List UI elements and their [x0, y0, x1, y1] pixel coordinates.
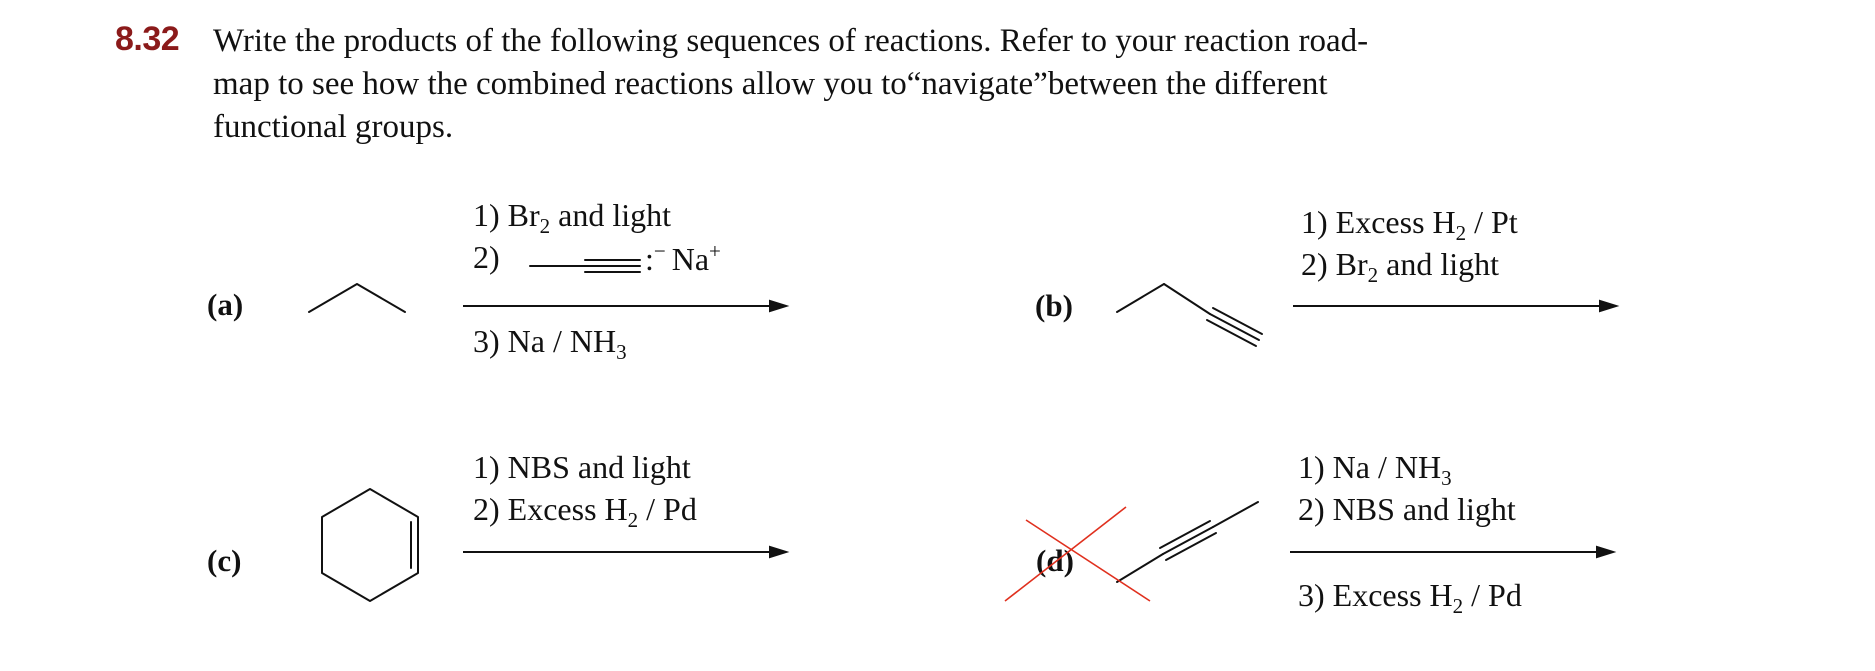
part-c-label: (c) — [207, 543, 242, 578]
reaction-arrow-a — [463, 299, 790, 313]
cyclohexene-structure — [321, 488, 419, 602]
propane-structure — [308, 283, 406, 313]
part-a-step-1: 1) Br2 and light — [473, 197, 672, 238]
acetylide-anion: :−Na+ — [645, 239, 721, 278]
problem-statement: Write the products of the following sequ… — [213, 20, 1573, 149]
reaction-arrow-d — [1290, 545, 1617, 559]
part-a-label: (a) — [207, 287, 244, 322]
part-d-step-1: 1) Na / NH3 — [1298, 449, 1452, 490]
part-a-step-2: 2) — [473, 239, 500, 275]
part-a-step-3: 3) Na / NH3 — [473, 323, 627, 364]
reaction-arrow-b — [1293, 299, 1620, 313]
part-b-label: (b) — [1035, 288, 1073, 323]
problem-line-1: Write the products of the following sequ… — [213, 23, 1369, 59]
butyne-structure — [1116, 283, 1263, 347]
part-d-step-2: 2) NBS and light — [1298, 491, 1516, 527]
problem-line-3: functional groups. — [213, 109, 454, 145]
part-c-step-2: 2) Excess H2 / Pd — [473, 491, 697, 532]
pentyne-structure — [1116, 501, 1259, 583]
reaction-arrow-c — [463, 545, 790, 559]
part-d-step-3: 3) Excess H2 / Pd — [1298, 577, 1522, 618]
problem-number: 8.32 — [115, 20, 180, 58]
part-c-step-1: 1) NBS and light — [473, 449, 691, 485]
problem-line-2: map to see how the combined reactions al… — [213, 66, 1328, 102]
part-b-step-2: 2) Br2 and light — [1301, 246, 1500, 287]
acetylide-triple-bond — [584, 259, 641, 273]
strike-mark — [1004, 506, 1151, 602]
part-b-step-1: 1) Excess H2 / Pt — [1301, 204, 1518, 245]
